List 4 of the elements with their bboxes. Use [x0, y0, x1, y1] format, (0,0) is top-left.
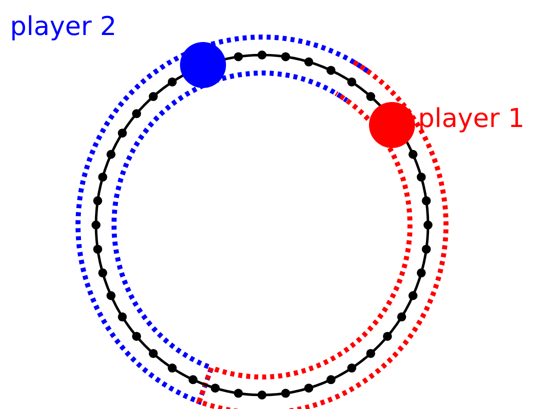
player-label: player 2	[10, 12, 117, 42]
player-token	[369, 102, 415, 148]
player-token	[180, 42, 226, 88]
player-label: player 1	[418, 104, 525, 134]
